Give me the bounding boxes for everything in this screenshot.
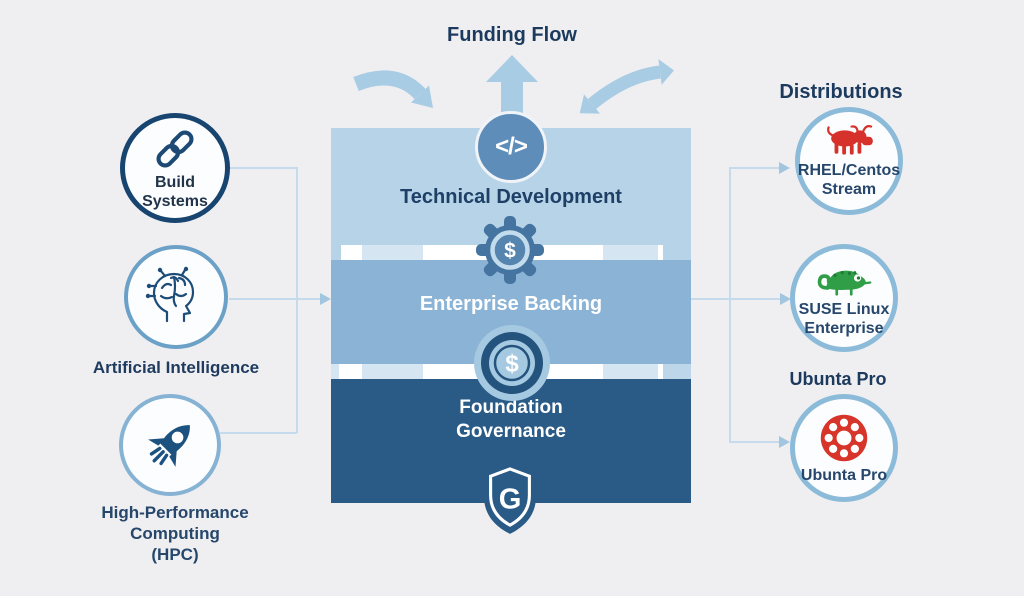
node-hpc <box>119 394 221 496</box>
gear-dollar-glyph: $ <box>504 240 516 263</box>
node-artificial-intelligence <box>124 245 228 349</box>
ubuntu-ring-icon <box>820 414 868 461</box>
connector-right-top <box>729 167 779 169</box>
ubuntu-pro-heading: Ubunta Pro <box>789 369 887 389</box>
ai-brain-icon <box>145 266 195 323</box>
node-build-systems: Build Systems <box>120 113 230 223</box>
ubuntu-label: Ubunta Pro <box>800 466 888 484</box>
artificial-intelligence-label: Artificial Intelligence <box>92 358 260 377</box>
gap-tab <box>603 364 658 379</box>
connector-left-top <box>229 167 297 169</box>
node-ubuntu-pro: Ubunta Pro <box>790 394 898 502</box>
layer-gap-1 <box>331 245 691 260</box>
gap-tab <box>331 245 341 260</box>
gap-tab <box>663 364 691 379</box>
node-rhel-centos: RHEL/Centos Stream <box>795 107 903 215</box>
hpc-label-line-1: High-Performance <box>101 503 249 522</box>
gap-tab <box>362 364 423 379</box>
code-glyph: </> <box>495 133 528 160</box>
foundation-line-2: Governance <box>456 421 566 442</box>
build-systems-label: Build Systems <box>142 173 208 210</box>
node-suse-linux: SUSE Linux Enterprise <box>790 244 898 352</box>
coin-dollar-icon: $ <box>474 325 550 401</box>
gap-tab <box>603 245 658 260</box>
arrowhead-ubuntu <box>779 436 790 448</box>
layer-technical-development-label: Technical Development <box>400 186 622 208</box>
rhel-label-line-2: Stream <box>821 180 877 198</box>
hpc-label-line-2: Computing <box>130 524 220 543</box>
curved-double-arrow-right-icon <box>579 59 674 114</box>
layer-enterprise-backing-label: Enterprise Backing <box>419 293 603 315</box>
hpc-label-line-3: (HPC) <box>151 545 199 564</box>
suse-chameleon-icon <box>817 270 872 296</box>
red-hat-bull-icon <box>827 124 873 155</box>
chain-link-icon <box>156 130 194 167</box>
gap-tab <box>362 245 423 260</box>
shield-letter-glyph: G <box>499 484 522 516</box>
foundation-line-1: Foundation <box>459 397 563 418</box>
rhel-label-line-1: RHEL/Centos <box>797 161 901 179</box>
curved-arrow-left-icon <box>353 70 433 108</box>
arrowhead-suse <box>780 293 791 305</box>
gap-tab <box>331 364 339 379</box>
gap-tab <box>663 245 691 260</box>
shield-g-icon: G <box>483 461 537 534</box>
connector-right-bottom <box>729 441 779 443</box>
suse-label-line-1: SUSE Linux <box>798 300 890 318</box>
rhel-label: RHEL/Centos Stream <box>798 161 900 199</box>
rocket-icon <box>148 425 190 467</box>
connector-right-vertical <box>729 167 731 443</box>
distributions-heading: Distributions <box>779 81 903 103</box>
connector-right-middle <box>690 298 780 300</box>
code-icon: </> <box>475 111 547 183</box>
hpc-label: High-Performance Computing (HPC) <box>75 502 275 565</box>
suse-label: SUSE Linux Enterprise <box>799 300 890 338</box>
connector-left-middle <box>229 298 320 300</box>
arrowhead-rhel <box>779 162 790 174</box>
connector-left-vertical <box>296 167 298 433</box>
gear-dollar-icon: $ <box>476 216 544 284</box>
layer-foundation-governance-label: Foundation Governance <box>331 396 691 444</box>
coin-dollar-glyph: $ <box>505 351 519 378</box>
suse-label-line-2: Enterprise <box>804 319 884 337</box>
arrowhead-into-stack <box>320 293 331 305</box>
connector-left-bottom <box>220 432 297 434</box>
up-arrow-icon <box>486 55 538 115</box>
funding-flow-title: Funding Flow <box>447 24 577 46</box>
